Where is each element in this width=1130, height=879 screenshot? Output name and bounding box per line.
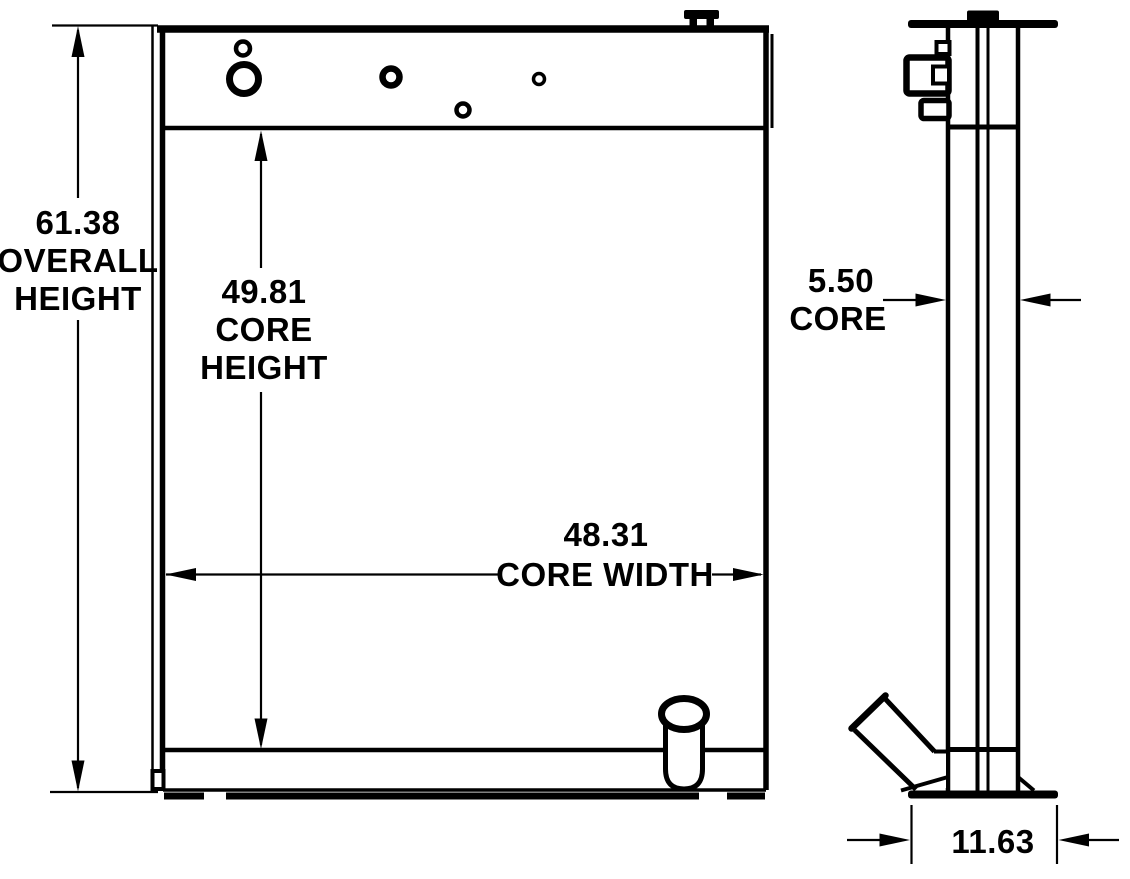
outlet-pipe-body <box>663 711 705 792</box>
outlet-pipe-front <box>658 695 710 792</box>
bottom-flange <box>908 790 1058 799</box>
outlet-pipe-lower-edge <box>852 728 918 792</box>
front-view-outline <box>150 25 774 800</box>
arrowhead-right <box>879 833 910 847</box>
base-flare-right <box>1016 775 1036 793</box>
top-tank-holes <box>226 39 547 119</box>
filler-cap-front <box>684 10 719 28</box>
outlet-pipe-upper-edge <box>882 695 937 754</box>
dim-core-width: 48.31 CORE WIDTH <box>165 516 764 593</box>
overall-height-value: 61.38 <box>35 204 120 241</box>
dim-overall-height: 61.38 OVERALL HEIGHT <box>0 24 159 794</box>
bracket-tab-lower <box>918 97 952 122</box>
core-height-label-1: CORE <box>215 311 312 348</box>
outlet-pipe-side <box>848 692 948 792</box>
filler-cap-top <box>684 10 719 19</box>
foot-pad <box>727 792 765 800</box>
arrowhead-up <box>71 26 85 57</box>
dim-base-width: 11.63 <box>847 805 1119 864</box>
side-tab <box>150 769 166 791</box>
outlet-pipe-end-cap <box>848 692 889 732</box>
front-view <box>150 10 774 800</box>
filler-cap-leg <box>706 17 714 28</box>
core-width-label: CORE WIDTH <box>496 556 714 593</box>
side-view <box>848 10 1058 799</box>
core-height-label-2: HEIGHT <box>200 349 328 386</box>
bracket-notch <box>931 64 951 86</box>
overall-height-label-1: OVERALL <box>0 242 159 279</box>
arrowhead-right <box>733 568 764 581</box>
core-width-value: 48.31 <box>563 516 648 553</box>
core-height-value: 49.81 <box>221 273 306 310</box>
core-depth-value: 5.50 <box>808 262 874 299</box>
hole <box>454 101 472 119</box>
overall-height-label-2: HEIGHT <box>14 280 142 317</box>
arrowhead-left <box>1058 833 1089 847</box>
top-flange <box>908 20 1058 28</box>
arrowhead-down <box>254 718 268 749</box>
base-flare-left <box>900 775 949 793</box>
filler-cap-side <box>967 10 999 22</box>
arrowhead-left <box>1020 293 1051 307</box>
outlet-pipe-opening <box>658 695 710 733</box>
outlet-pipe-mask <box>852 695 946 788</box>
bracket-tab-upper <box>934 40 952 56</box>
core-depth-label: CORE <box>789 300 886 337</box>
hole <box>233 39 253 58</box>
arrowhead-up <box>254 130 268 161</box>
side-mounting-bracket <box>903 40 952 122</box>
arrowhead-right <box>915 293 946 307</box>
arrowhead-left <box>165 568 196 581</box>
dim-core-depth: 5.50 CORE <box>789 262 1081 337</box>
foot-pad <box>226 792 699 800</box>
arrowhead-down <box>71 760 85 792</box>
hole <box>379 65 403 89</box>
dim-core-height: 49.81 CORE HEIGHT <box>200 130 328 749</box>
side-core-column <box>945 25 1021 791</box>
base-width-value: 11.63 <box>951 823 1034 860</box>
foot-pad <box>164 792 204 800</box>
filler-cap-leg <box>689 17 697 28</box>
hole <box>531 71 547 87</box>
hole <box>226 61 262 97</box>
